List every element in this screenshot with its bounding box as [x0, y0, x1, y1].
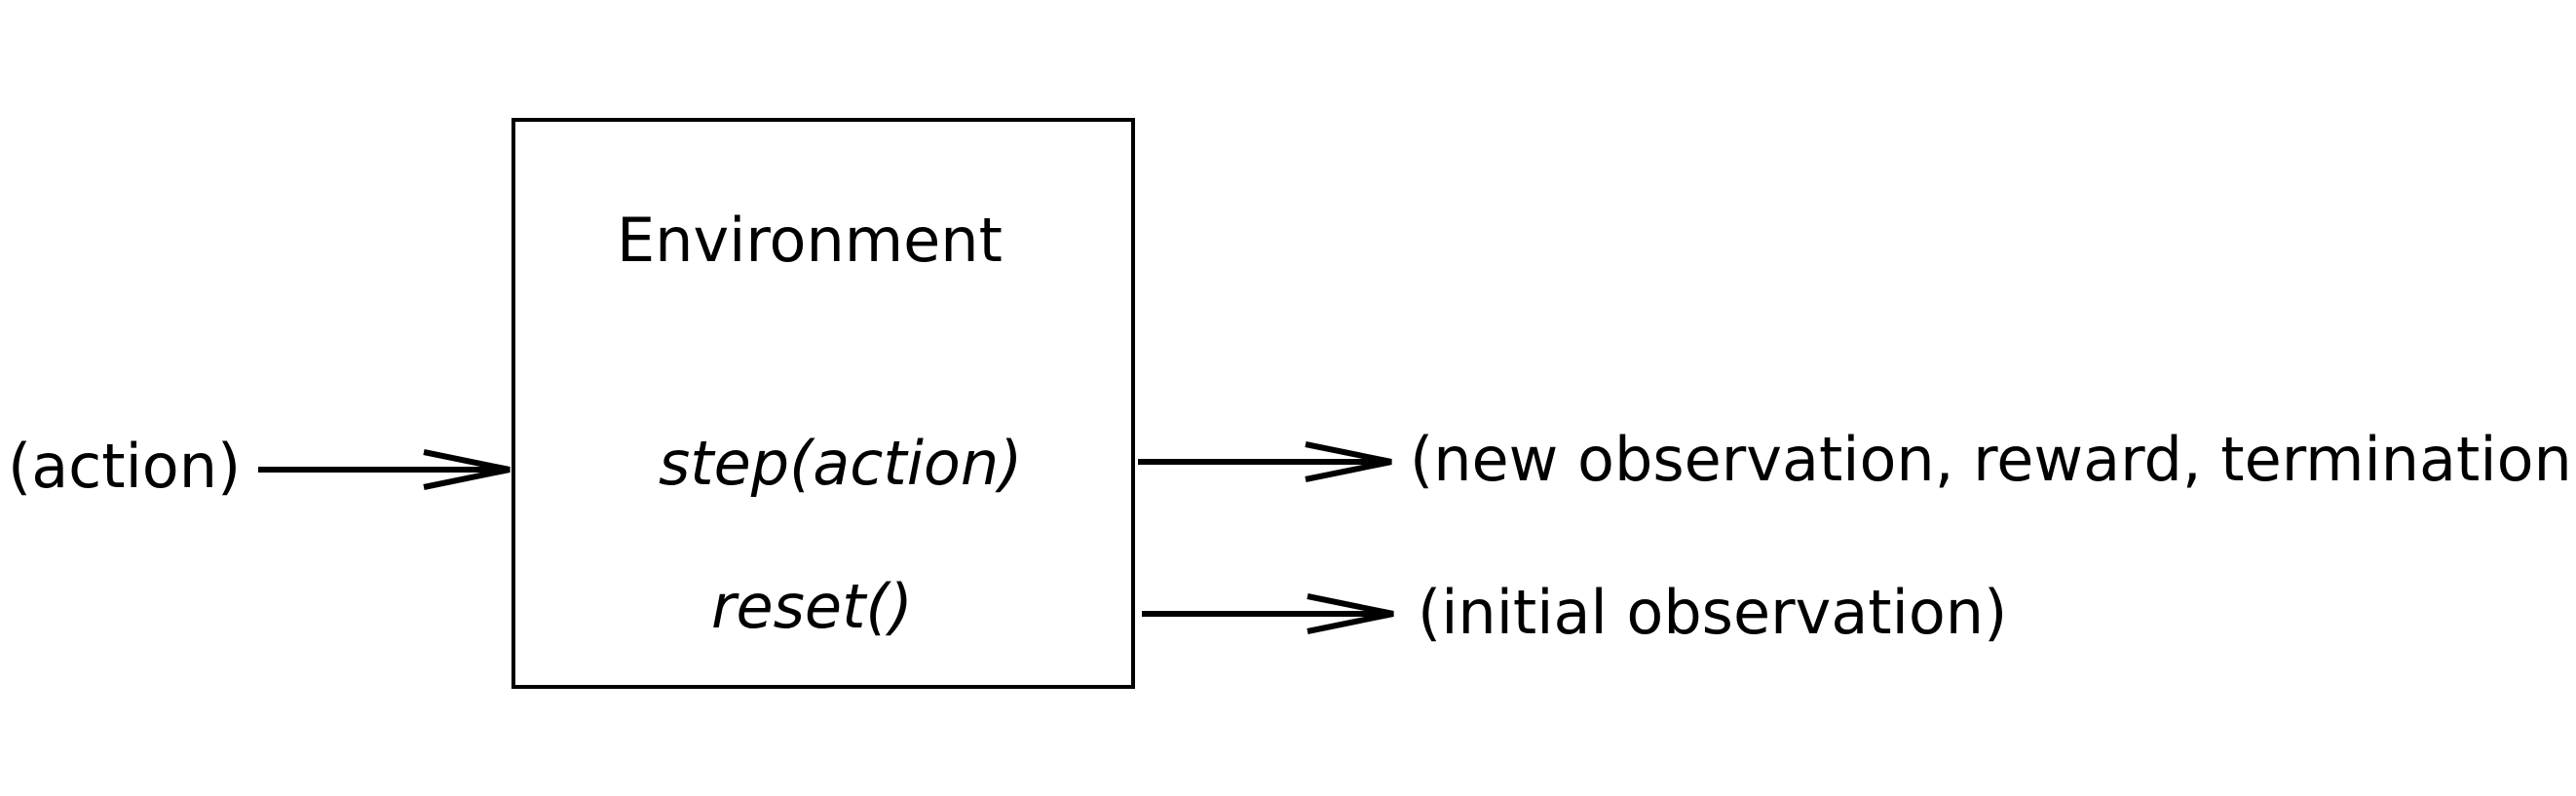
- step-method-label: step(action): [659, 428, 1023, 499]
- environment-box: [511, 118, 1135, 689]
- step-output-arrow: [1138, 441, 1392, 482]
- action-input-arrow: [258, 449, 511, 490]
- reset-result-label: (initial observation): [1418, 577, 2008, 648]
- reset-output-arrow: [1142, 593, 1394, 634]
- step-result-label: (new observation, reward, termination): [1410, 424, 2576, 495]
- action-input-label: (action): [8, 431, 242, 502]
- reset-method-label: reset(): [711, 571, 913, 642]
- environment-title: Environment: [617, 205, 1003, 276]
